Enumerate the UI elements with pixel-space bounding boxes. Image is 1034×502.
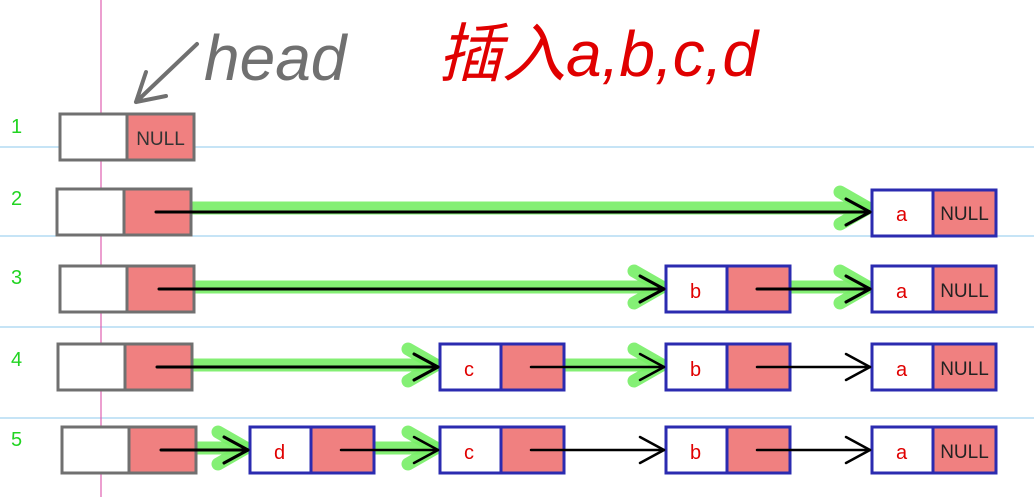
head-box — [56, 342, 127, 392]
node-label: c — [464, 359, 474, 381]
head-label: head — [204, 22, 349, 94]
node-null-label: NULL — [940, 442, 989, 463]
row-number: 3 — [11, 267, 22, 289]
arrow-head-icon — [638, 274, 666, 304]
node-data-cell — [664, 425, 729, 475]
list-boxes — [55, 112, 998, 475]
node-label: c — [464, 442, 474, 464]
head-pointer-cell — [125, 112, 196, 162]
node-label: a — [896, 281, 908, 303]
arrow-head-icon — [844, 197, 872, 227]
node-label: b — [690, 281, 701, 303]
node-null-label: NULL — [940, 281, 989, 302]
arrow-head-icon — [222, 435, 250, 465]
arrow-head-icon — [638, 352, 666, 382]
node-null-label: NULL — [940, 359, 989, 380]
highlight-strokes — [145, 185, 875, 471]
node-label: a — [896, 204, 908, 226]
node-data-cell — [438, 425, 503, 475]
head-arrow-icon — [134, 42, 199, 104]
node-label: a — [896, 442, 908, 464]
row-number: 5 — [11, 429, 22, 451]
row-number: 2 — [11, 188, 22, 210]
head-box — [60, 425, 131, 475]
head-box — [55, 187, 126, 237]
node-label: b — [690, 359, 701, 381]
diagram-title: 插入a,b,c,d — [438, 18, 761, 90]
row-number: 4 — [11, 349, 22, 371]
arrow-head-icon — [412, 435, 440, 465]
head-box — [58, 264, 129, 314]
arrow-head-icon — [638, 435, 666, 465]
arrow-head-icon — [844, 274, 872, 304]
node-data-cell — [664, 264, 729, 314]
node-null-label: NULL — [940, 204, 989, 225]
arrow-head-icon — [844, 435, 872, 465]
node-data-cell — [248, 425, 313, 475]
node-next-cell — [931, 425, 998, 475]
node-data-cell — [870, 264, 935, 314]
arrow-head-icon — [844, 352, 872, 382]
head-null-label: NULL — [136, 129, 185, 150]
node-label: d — [274, 442, 285, 464]
pointer-arrows — [154, 197, 872, 465]
row-number: 1 — [11, 116, 22, 138]
node-data-cell — [870, 188, 935, 238]
highlight-stroke-head — [833, 185, 875, 231]
node-label: b — [690, 442, 701, 464]
node-next-cell — [931, 264, 998, 314]
node-next-cell — [931, 188, 998, 238]
head-box — [58, 112, 129, 162]
arrow-head-icon — [412, 352, 440, 382]
node-next-cell — [931, 342, 998, 392]
node-label: a — [896, 359, 908, 381]
